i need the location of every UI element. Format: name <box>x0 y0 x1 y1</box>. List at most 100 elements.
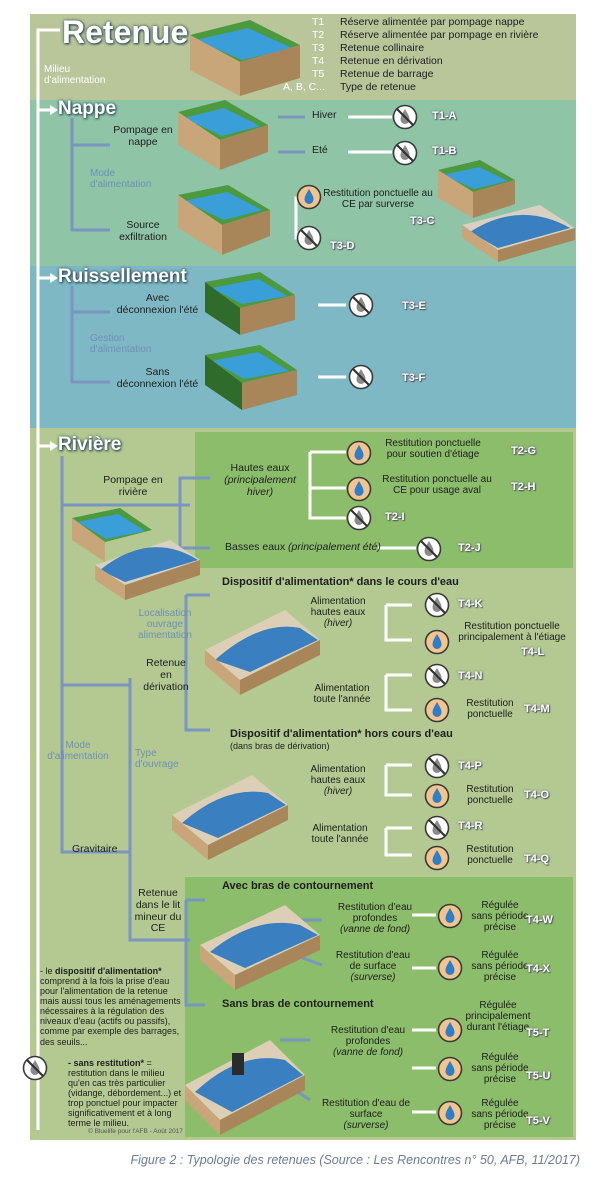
dispositif-dans-label: Dispositif d'alimentation* dans le cours… <box>222 576 459 588</box>
nappe-ete-label: Eté <box>312 144 328 156</box>
alim-hautes-label: Alimentation hautes eaux (hiver) <box>296 596 380 630</box>
reg-sans-label-2: Régulée sans période précise <box>471 950 529 984</box>
rest-profondes-text: Restitution d'eau profondes <box>337 902 413 925</box>
code-t4n: T4-N <box>458 670 483 682</box>
pool-illustration <box>72 20 575 1135</box>
band-ruissellement <box>30 266 576 428</box>
surverse-note-2: (surverse) <box>343 1120 389 1132</box>
section-header-nappe: Nappe <box>58 98 117 119</box>
code-t3d: T3-D <box>330 240 355 252</box>
hautes-eaux-note: (principalement hiver) <box>224 473 296 498</box>
code-t5t: T5-T <box>526 1027 550 1039</box>
footnote-dispositif-term: dispositif d'alimentation* <box>55 966 162 976</box>
nappe-pompage-label: Pompage en nappe <box>113 124 173 148</box>
rest-surface-text-2: Restitution d'eau de surface <box>321 1098 411 1121</box>
footnote-dispositif-intro: - le <box>40 966 53 976</box>
milieu-label: Milieu d'alimentation <box>44 64 106 87</box>
nappe-source-label: Source exfiltration <box>119 219 167 243</box>
no-restitution-icon <box>392 104 418 130</box>
retenue-lit-label: Retenue dans le lit mineur du CE <box>134 887 182 935</box>
legend-text: Type de retenue <box>340 81 416 93</box>
sans-deconnexion-label: Sans déconnexion l'été <box>116 366 199 390</box>
section-header-riviere: Rivière <box>58 434 122 455</box>
box-pompage-riviere <box>195 432 573 568</box>
surverse-note: (surverse) <box>350 972 396 984</box>
pompage-riviere-label: Pompage en rivière <box>103 474 163 498</box>
no-restitution-icon <box>424 753 450 779</box>
alim-hautes2-note: (hiver) <box>323 786 353 798</box>
legend-text: Réserve alimentée par pompage en rivière <box>340 29 539 41</box>
restitution-icon <box>437 1017 463 1043</box>
code-t2i: T2-I <box>385 511 405 523</box>
gestion-label: Gestion d'alimentation <box>90 333 152 356</box>
vanne-note: (vanne de fond) <box>339 924 411 936</box>
no-restitution-icon <box>424 815 450 841</box>
rest-aval-label: Restitution ponctuelle au CE pour usage … <box>382 474 492 497</box>
restitution-icon <box>437 1100 463 1126</box>
rest-ponct-label-2: Restitution ponctuelle <box>466 784 514 807</box>
code-t4q: T4-Q <box>524 853 550 865</box>
basses-eaux-note: (principalement été) <box>288 541 381 553</box>
restitution-icon <box>346 440 372 466</box>
type-ouvrage-label: Type d'ouvrage <box>135 748 179 771</box>
code-t4m: T4-M <box>524 703 550 715</box>
rest-profondes-text-2: Restitution d'eau profondes <box>330 1025 406 1048</box>
code-t4k: T4-K <box>458 598 483 610</box>
footnote-sans: - sans restitution* = restitution dans l… <box>68 1058 186 1129</box>
gravitaire-label: Gravitaire <box>72 843 118 855</box>
vanne-note-2: (vanne de fond) <box>332 1047 404 1059</box>
hautes-eaux-label: Hautes eaux (principalement hiver) <box>210 462 310 498</box>
reg-princ-label: Régulée principalement durant l'étiage <box>465 1000 531 1034</box>
legend-code: T5 <box>312 68 325 80</box>
legend-text: Retenue en dérivation <box>340 55 443 67</box>
restitution-icon <box>296 184 322 210</box>
restitution-icon <box>424 629 450 655</box>
rest-princ-etiage-label: Restitution ponctuelle principalement à … <box>458 621 566 644</box>
footnote-sans-text: = restitution dans le milieu qu'en cas t… <box>68 1058 182 1129</box>
legend-code: T4 <box>312 55 325 67</box>
footnote-dispositif-text: comprend à la fois la prise d'eau pour l… <box>40 976 181 1047</box>
no-restitution-icon <box>22 1055 48 1081</box>
section-header-ruissellement: Ruissellement <box>58 266 187 287</box>
no-restitution-icon <box>392 140 418 166</box>
legend-text: Retenue collinaire <box>340 42 425 54</box>
avec-deconnexion-label: Avec déconnexion l'été <box>116 292 199 316</box>
rest-profondes-label-2: Restitution d'eau profondes (vanne de fo… <box>322 1025 414 1059</box>
legend-text: Retenue de barrage <box>340 68 434 80</box>
dispositif-hors-label: Dispositif d'alimentation* hors cours d'… <box>230 728 453 740</box>
code-t3e: T3-E <box>402 300 426 312</box>
no-restitution-icon <box>424 663 450 689</box>
figure-caption: Figure 2 : Typologie des retenues (Sourc… <box>130 1153 580 1167</box>
dispositif-hors-note: (dans bras de dérivation) <box>230 741 330 751</box>
rest-surface-label-1: Restitution d'eau de surface (surverse) <box>330 950 416 984</box>
code-t2g: T2-G <box>511 445 537 457</box>
reg-sans-label-4: Régulée sans période précise <box>471 1098 529 1132</box>
rest-profondes-label-1: Restitution d'eau profondes (vanne de fo… <box>320 902 430 936</box>
footnote-sans-term: - sans restitution* <box>68 1058 145 1068</box>
avec-bras-label: Avec bras de contournement <box>222 880 374 892</box>
alim-hautes-note: (hiver) <box>323 618 353 630</box>
code-t2j: T2-J <box>458 542 481 554</box>
code-t4l: T4-L <box>521 646 545 658</box>
code-t4x: T4-X <box>526 963 550 975</box>
retenue-derivation-label: Retenue en dérivation <box>143 657 189 693</box>
hautes-eaux-text: Hautes eaux <box>230 462 290 474</box>
reg-sans-label-1: Régulée sans période précise <box>471 900 529 934</box>
code-t4p: T4-P <box>458 760 482 772</box>
legend-code: T3 <box>312 42 325 54</box>
restitution-icon <box>437 1056 463 1082</box>
code-t4o: T4-O <box>524 789 550 801</box>
rest-ponct-label-1: Restitution ponctuelle <box>466 698 514 721</box>
rest-surface-text: Restitution d'eau de surface <box>335 950 411 973</box>
restitution-icon <box>437 903 463 929</box>
no-restitution-icon <box>346 505 372 531</box>
code-t3c: T3-C <box>410 215 435 227</box>
footnote-dispositif: - le dispositif d'alimentation* comprend… <box>40 966 182 1047</box>
nappe-mode-label: Mode d'alimentation <box>90 168 152 191</box>
code-t4r: T4-R <box>458 820 483 832</box>
legend-code: T2 <box>312 29 325 41</box>
sans-bras-label: Sans bras de contournement <box>222 998 374 1010</box>
restitution-icon <box>437 955 463 981</box>
restitution-icon <box>424 697 450 723</box>
